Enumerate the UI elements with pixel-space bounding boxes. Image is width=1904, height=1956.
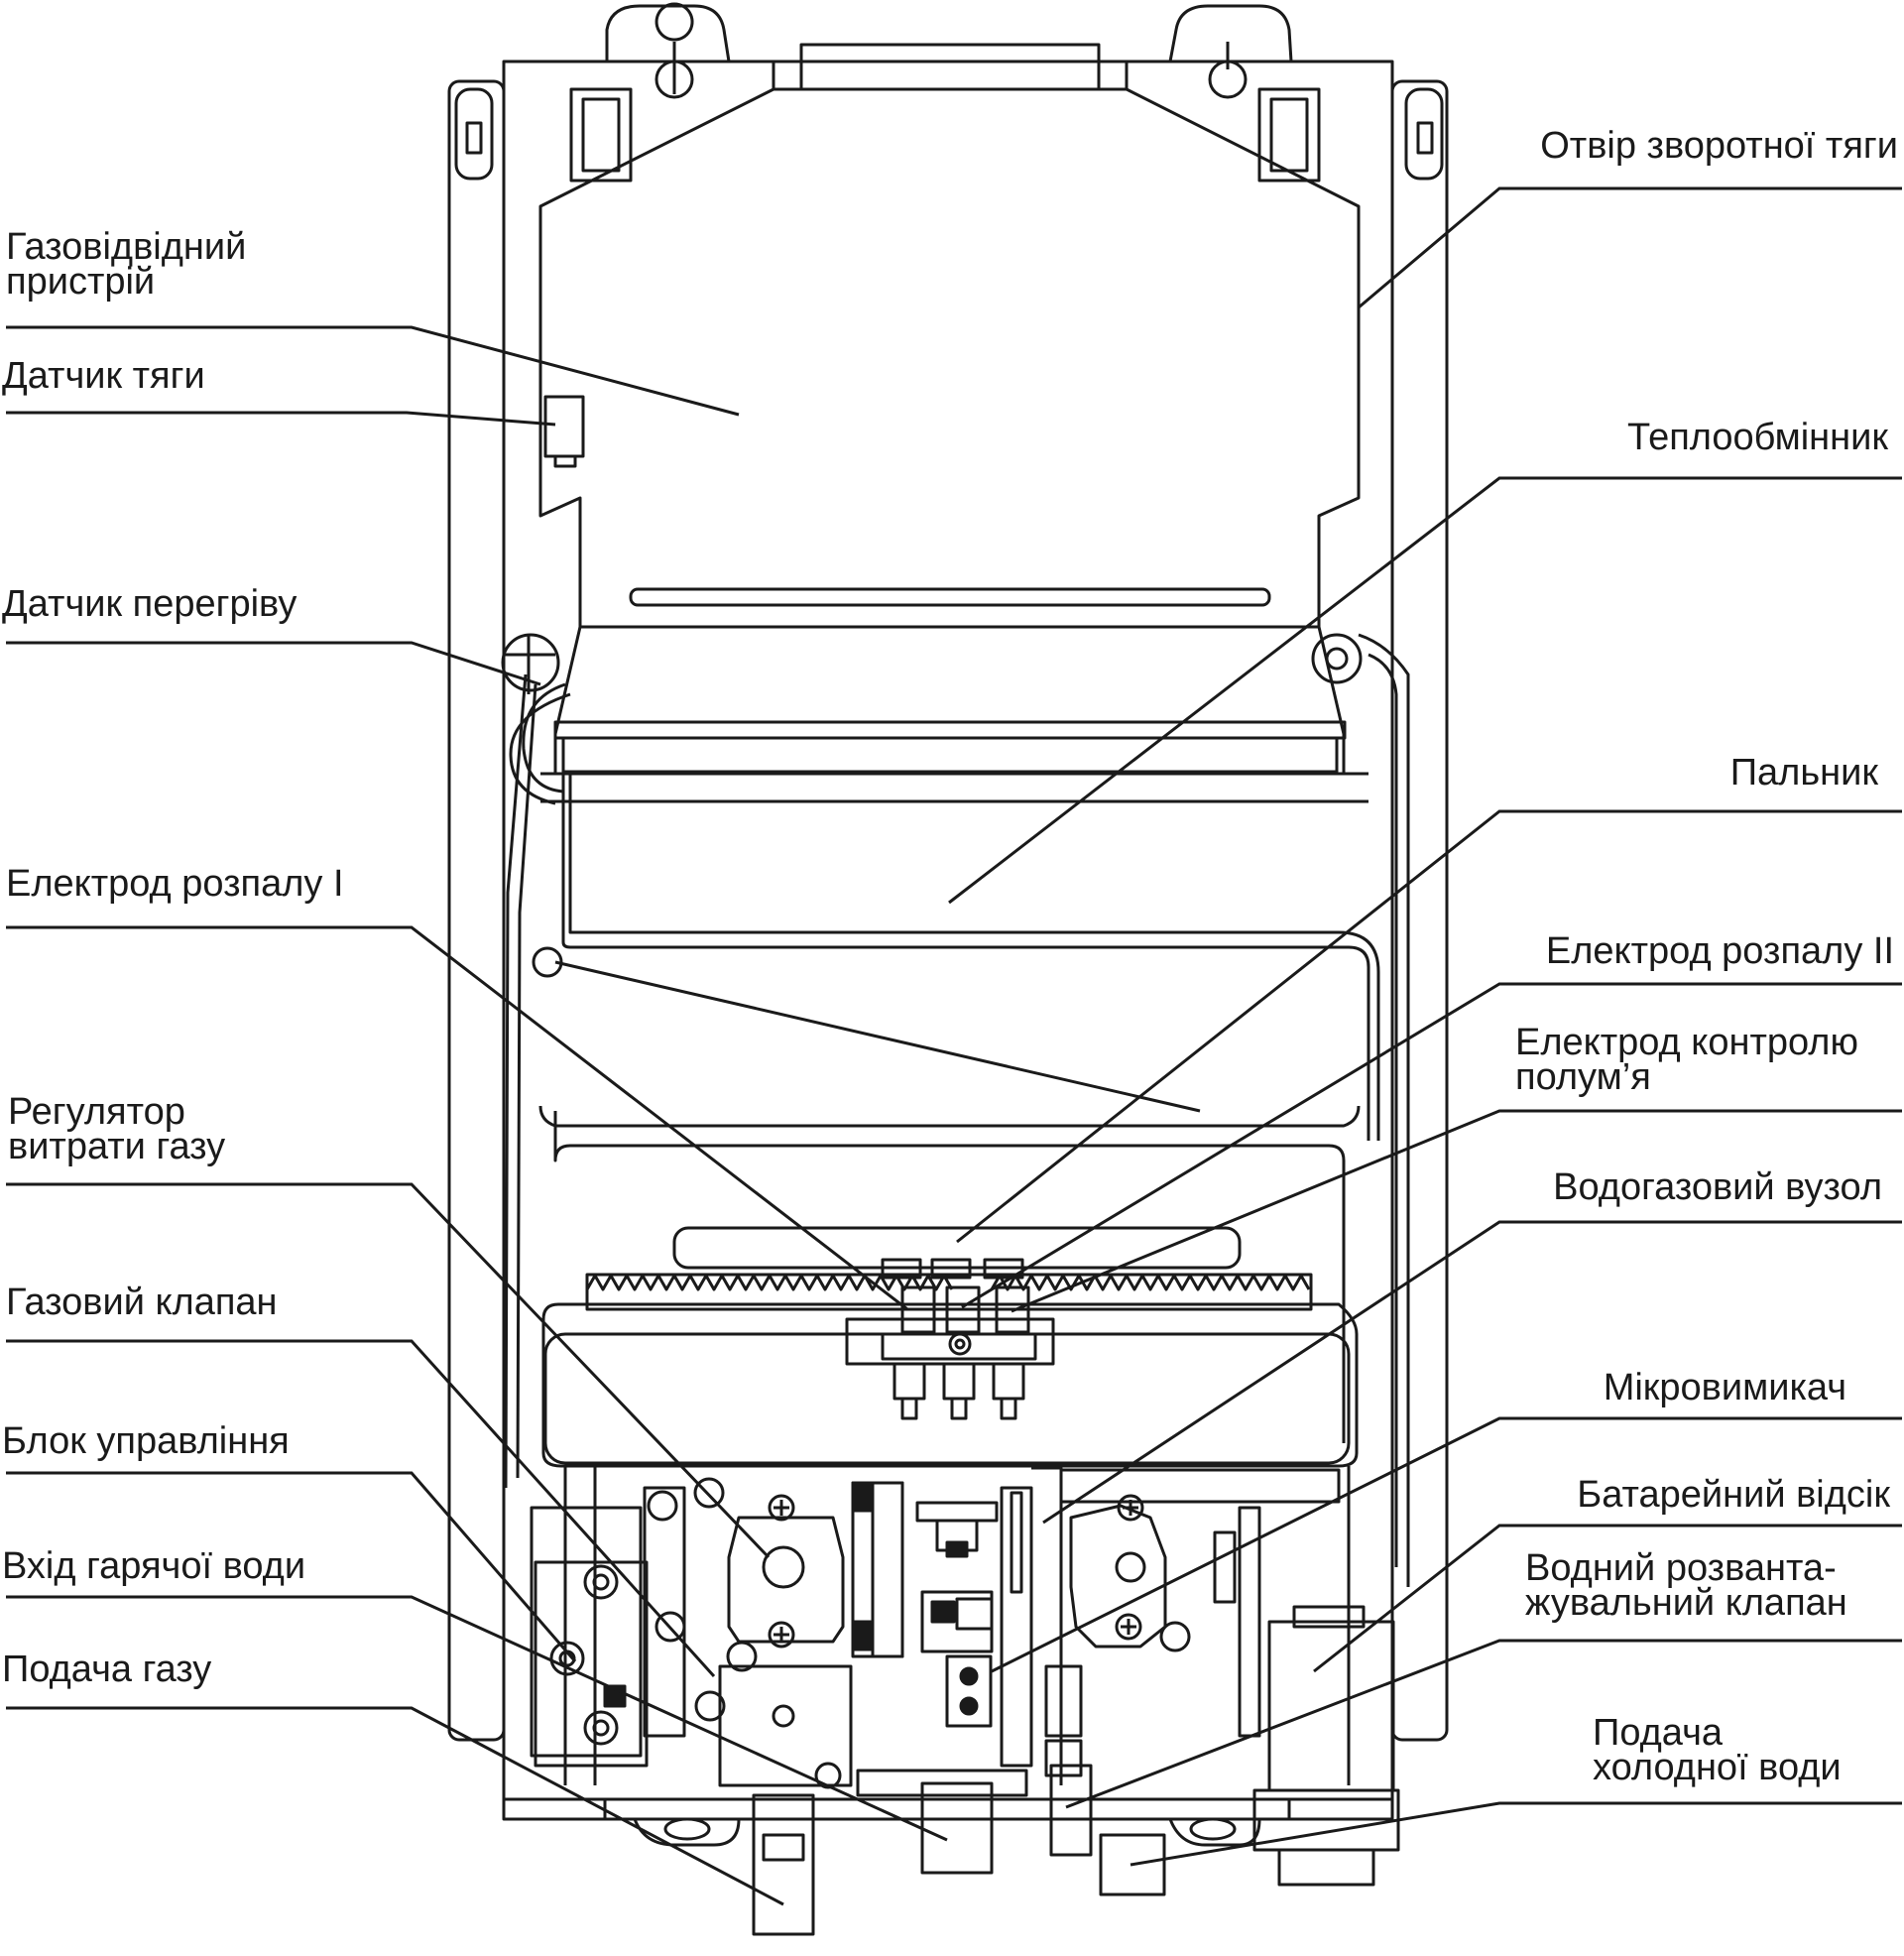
- leader-heat-exchanger: [948, 476, 1902, 905]
- label-gas-flow-regulator: Регулятор витрати газу: [8, 1091, 226, 1167]
- leader-draft-sensor: [6, 411, 556, 427]
- leader-control-unit: [6, 1471, 577, 1662]
- leader-cold-water: [1130, 1801, 1902, 1867]
- draft-sensor: [543, 395, 585, 458]
- label-battery-compartment: Батарейний відсік: [1577, 1474, 1890, 1516]
- heat-exchanger: [553, 625, 1346, 776]
- left-rail: [447, 79, 506, 1742]
- label-water-gas-unit: Водогазовий вузол: [1553, 1166, 1882, 1208]
- leader-gas-flow-regulator: [6, 1182, 771, 1559]
- leader-gas-valve: [6, 1339, 716, 1678]
- right-rail: [1390, 79, 1449, 1742]
- cold-water-pipe: [1099, 1833, 1166, 1896]
- leader-water-gas-unit: [1042, 1220, 1902, 1525]
- label-control-unit: Блок управління: [2, 1420, 290, 1462]
- relief-valve: [1277, 1848, 1375, 1887]
- water-gas-unit: [915, 1501, 999, 1523]
- leader-gas-outlet: [6, 325, 740, 417]
- label-cold-water-supply: Подача холодної води: [1593, 1712, 1842, 1788]
- leader-flame-control: [1011, 1109, 1902, 1313]
- label-relief-valve: Водний розванта- жувальний клапан: [1525, 1547, 1847, 1624]
- overheat-sensor: [501, 633, 560, 692]
- leader-overheat-sensor: [6, 641, 541, 686]
- leader-relief-valve: [1065, 1639, 1902, 1809]
- left-hanger: [605, 4, 731, 62]
- gas-supply-pipe: [752, 1793, 815, 1936]
- leader-reverse-draft: [1358, 186, 1902, 309]
- label-burner: Пальник: [1729, 752, 1878, 794]
- label-flame-control-electrode: Електрод контролю полум’я: [1515, 1022, 1858, 1098]
- label-gas-outlet: Газовідвідний пристрій: [6, 226, 247, 303]
- label-ignition-electrode-2: Електрод розпалу ІІ: [1545, 930, 1894, 972]
- ignition-electrode-2: [945, 1285, 981, 1334]
- microswitch: [945, 1654, 993, 1728]
- leader-microswitch: [991, 1416, 1902, 1673]
- label-gas-valve: Газовий клапан: [6, 1282, 278, 1323]
- gas-flow-regulator: [727, 1516, 845, 1644]
- label-hot-water-outlet: Вхід гарячої води: [2, 1545, 306, 1587]
- leader-gas-supply: [6, 1706, 784, 1906]
- label-overheat-sensor: Датчик перегріву: [2, 583, 298, 625]
- label-draft-sensor: Датчик тяги: [2, 355, 205, 397]
- leader-lines: [6, 186, 1902, 1906]
- leader-hot-water: [6, 1595, 948, 1842]
- label-heat-exchanger: Теплообмінник: [1627, 417, 1888, 458]
- leader-ignition-electrode-1: [6, 925, 908, 1311]
- label-microswitch: Мікровимикач: [1603, 1367, 1846, 1408]
- label-gas-supply: Подача газу: [2, 1649, 212, 1690]
- right-hanger: [1168, 4, 1293, 62]
- heater-drawing: [447, 2, 1449, 1936]
- ignition-electrode-1: [881, 1258, 922, 1280]
- gas-outlet-hood: [538, 87, 1361, 629]
- leader-battery: [1313, 1524, 1902, 1673]
- leader-ignition-electrode-2: [961, 982, 1902, 1309]
- flame-control-electrode: [995, 1285, 1030, 1334]
- gas-valve: [718, 1664, 853, 1787]
- label-ignition-electrode-1: Електрод розпалу І: [6, 863, 344, 905]
- label-reverse-draft-hole: Отвір зворотної тяги: [1540, 125, 1898, 167]
- burner: [585, 1273, 1313, 1311]
- leader-burner: [956, 809, 1902, 1244]
- control-unit: [534, 1560, 649, 1768]
